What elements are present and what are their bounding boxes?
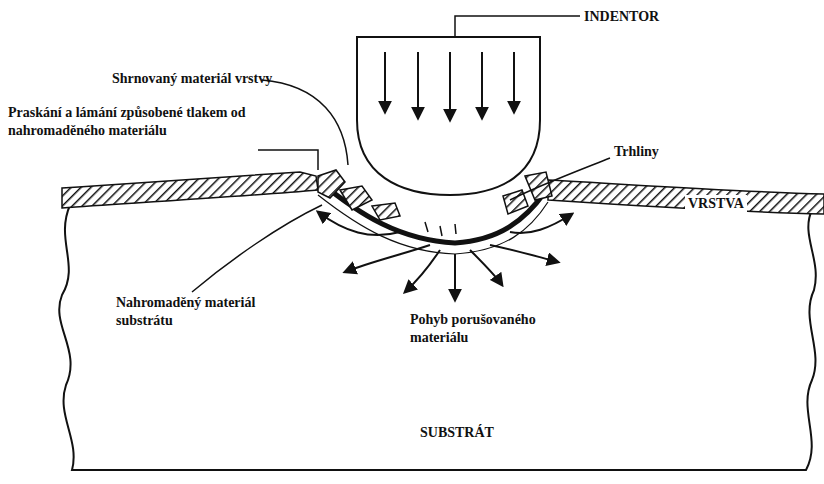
film-layer (548, 180, 824, 214)
load-arrows (385, 52, 514, 120)
callout-label: Shrnovaný materiál vrstvy (112, 70, 312, 88)
layer-label: VRSTVA (685, 195, 747, 213)
callout-label: Nahromaděný materiál substrátu (116, 294, 266, 330)
callout-label: Trhliny (614, 143, 704, 161)
movement-arrows (318, 212, 572, 300)
broken-fragment (318, 170, 345, 198)
broken-fragment (340, 186, 372, 210)
callout-label: Pohyb porušovaného materiálu (410, 311, 580, 347)
leader-line (192, 16, 610, 292)
broken-fragment (525, 172, 552, 200)
part-label: INDENTOR (584, 8, 704, 26)
substrate-outline (59, 205, 816, 470)
crack (425, 222, 456, 236)
film-layer (62, 172, 318, 208)
callout-label: Praskání a lámání způsobené tlakem od na… (8, 104, 258, 140)
part-label: SUBSTRÁT (420, 424, 530, 442)
indentor (357, 37, 540, 195)
broken-fragment (372, 203, 400, 220)
